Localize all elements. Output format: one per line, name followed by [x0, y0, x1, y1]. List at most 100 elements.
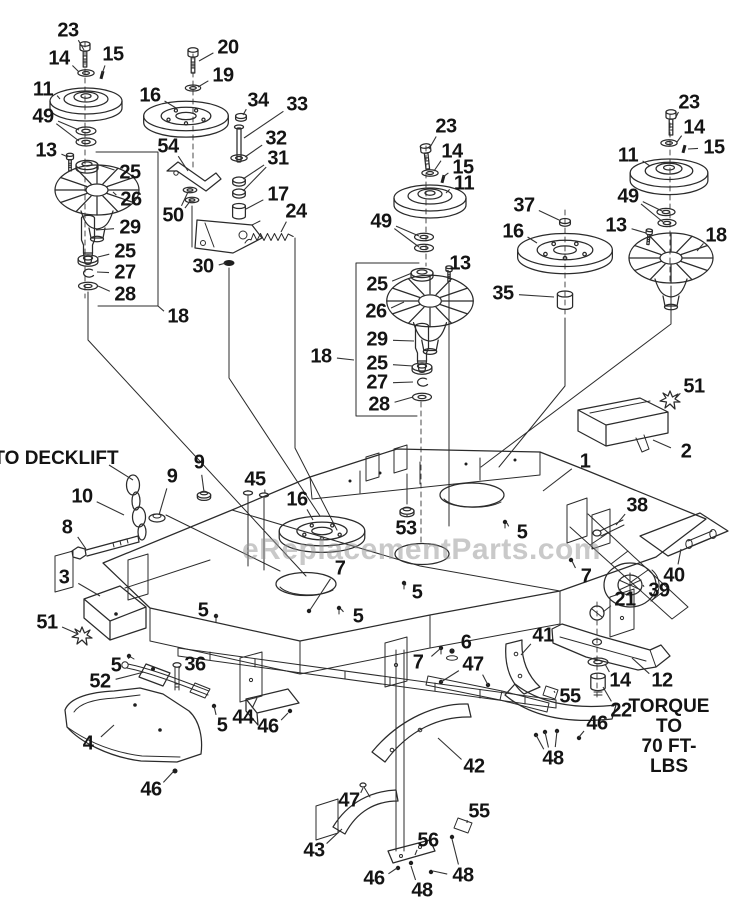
callout-44: 44	[232, 706, 254, 729]
leader-line	[578, 730, 585, 738]
leader-line	[61, 626, 79, 635]
callout-11: 11	[32, 78, 54, 101]
leader-line	[242, 166, 267, 192]
callout-48: 48	[542, 747, 564, 770]
idler-arm-assembly	[143, 47, 337, 530]
leader-line	[642, 201, 663, 212]
callout-23: 23	[435, 115, 457, 138]
leader-line	[410, 865, 417, 881]
leader-line	[520, 643, 532, 656]
callout-36: 36	[184, 653, 206, 676]
leader-line	[392, 339, 415, 342]
leader-line	[394, 228, 420, 248]
callout-11: 11	[617, 144, 639, 167]
leader-line	[642, 584, 645, 588]
idler-spring	[245, 234, 293, 244]
leader-line	[437, 737, 462, 760]
callout-46: 46	[140, 778, 162, 801]
callout-41: 41	[532, 624, 554, 647]
callout-16: 16	[502, 220, 524, 243]
leader-line	[178, 666, 181, 669]
leader-line	[177, 155, 189, 172]
leader-line	[440, 670, 460, 683]
leader-line	[677, 548, 682, 565]
callout-13: 13	[605, 214, 627, 237]
callout-49: 49	[617, 185, 639, 208]
leader-line	[72, 65, 80, 73]
leader-line	[404, 583, 407, 586]
leader-line	[451, 838, 459, 865]
callout-45: 45	[244, 468, 266, 491]
callout-9: 9	[166, 465, 178, 488]
leader-line	[518, 294, 555, 298]
leader-line	[506, 522, 510, 527]
callout-5: 5	[110, 654, 122, 677]
callout-16: 16	[286, 488, 308, 511]
leader-line	[243, 110, 284, 139]
callout-26: 26	[120, 188, 142, 211]
leader-line	[306, 509, 314, 521]
callout-23: 23	[57, 19, 79, 42]
leader-line	[676, 135, 683, 143]
baffles-and-hangers	[316, 640, 616, 875]
torque-note: TORQUE TO 70 FT-LBS	[628, 696, 710, 777]
hanger-bar	[396, 650, 404, 851]
leader-line	[96, 501, 125, 516]
callout-46: 46	[257, 715, 279, 738]
callout-5: 5	[352, 605, 364, 628]
leader-line	[687, 147, 699, 150]
leader-line	[115, 671, 145, 680]
leader-line	[445, 188, 451, 194]
callout-25: 25	[366, 273, 388, 296]
callout-13: 13	[35, 139, 57, 162]
leader-line	[631, 228, 647, 234]
leader-line	[164, 100, 177, 109]
leader-line	[340, 608, 344, 613]
callout-34: 34	[247, 89, 269, 112]
leader-line	[180, 191, 189, 207]
leader-line	[640, 203, 664, 223]
spindle-hole-center	[395, 544, 449, 565]
leader-line	[431, 647, 442, 657]
callout-27: 27	[366, 371, 388, 394]
callout-28: 28	[368, 393, 390, 416]
leader-line	[542, 468, 573, 492]
callout-24: 24	[285, 200, 307, 223]
leader-line	[432, 870, 448, 875]
idler-bracket	[167, 162, 221, 191]
leader-line	[158, 488, 168, 516]
leader-line	[446, 269, 450, 272]
callout-49: 49	[32, 105, 54, 128]
leader-line	[112, 191, 117, 196]
leader-line	[100, 724, 115, 738]
leader-line	[428, 136, 437, 150]
callout-5: 5	[197, 599, 209, 622]
callout-46: 46	[586, 712, 608, 735]
leader-line	[395, 225, 420, 237]
callout-55: 55	[468, 800, 490, 823]
leader-line	[218, 262, 227, 266]
leader-line	[78, 582, 101, 597]
callout-14: 14	[48, 47, 70, 70]
front-bracket	[246, 689, 299, 725]
decklift-hardware	[71, 475, 210, 646]
callout-29: 29	[119, 216, 141, 239]
leader-line	[101, 65, 106, 75]
callout-25: 25	[114, 240, 136, 263]
gauge-wheel-assembly	[593, 513, 728, 607]
callout-48: 48	[452, 864, 474, 887]
callout-54: 54	[157, 135, 179, 158]
leader-line	[392, 364, 414, 367]
callout-3: 3	[58, 566, 70, 589]
callout-7: 7	[580, 565, 592, 588]
leader-line	[442, 172, 449, 178]
leader-line	[360, 787, 364, 794]
callout-14: 14	[683, 116, 705, 139]
callout-14: 14	[609, 669, 631, 692]
leader-line	[213, 705, 217, 715]
leader-line	[544, 731, 549, 748]
callout-18: 18	[310, 345, 332, 368]
callout-50: 50	[162, 204, 184, 227]
callout-6: 6	[460, 631, 472, 654]
